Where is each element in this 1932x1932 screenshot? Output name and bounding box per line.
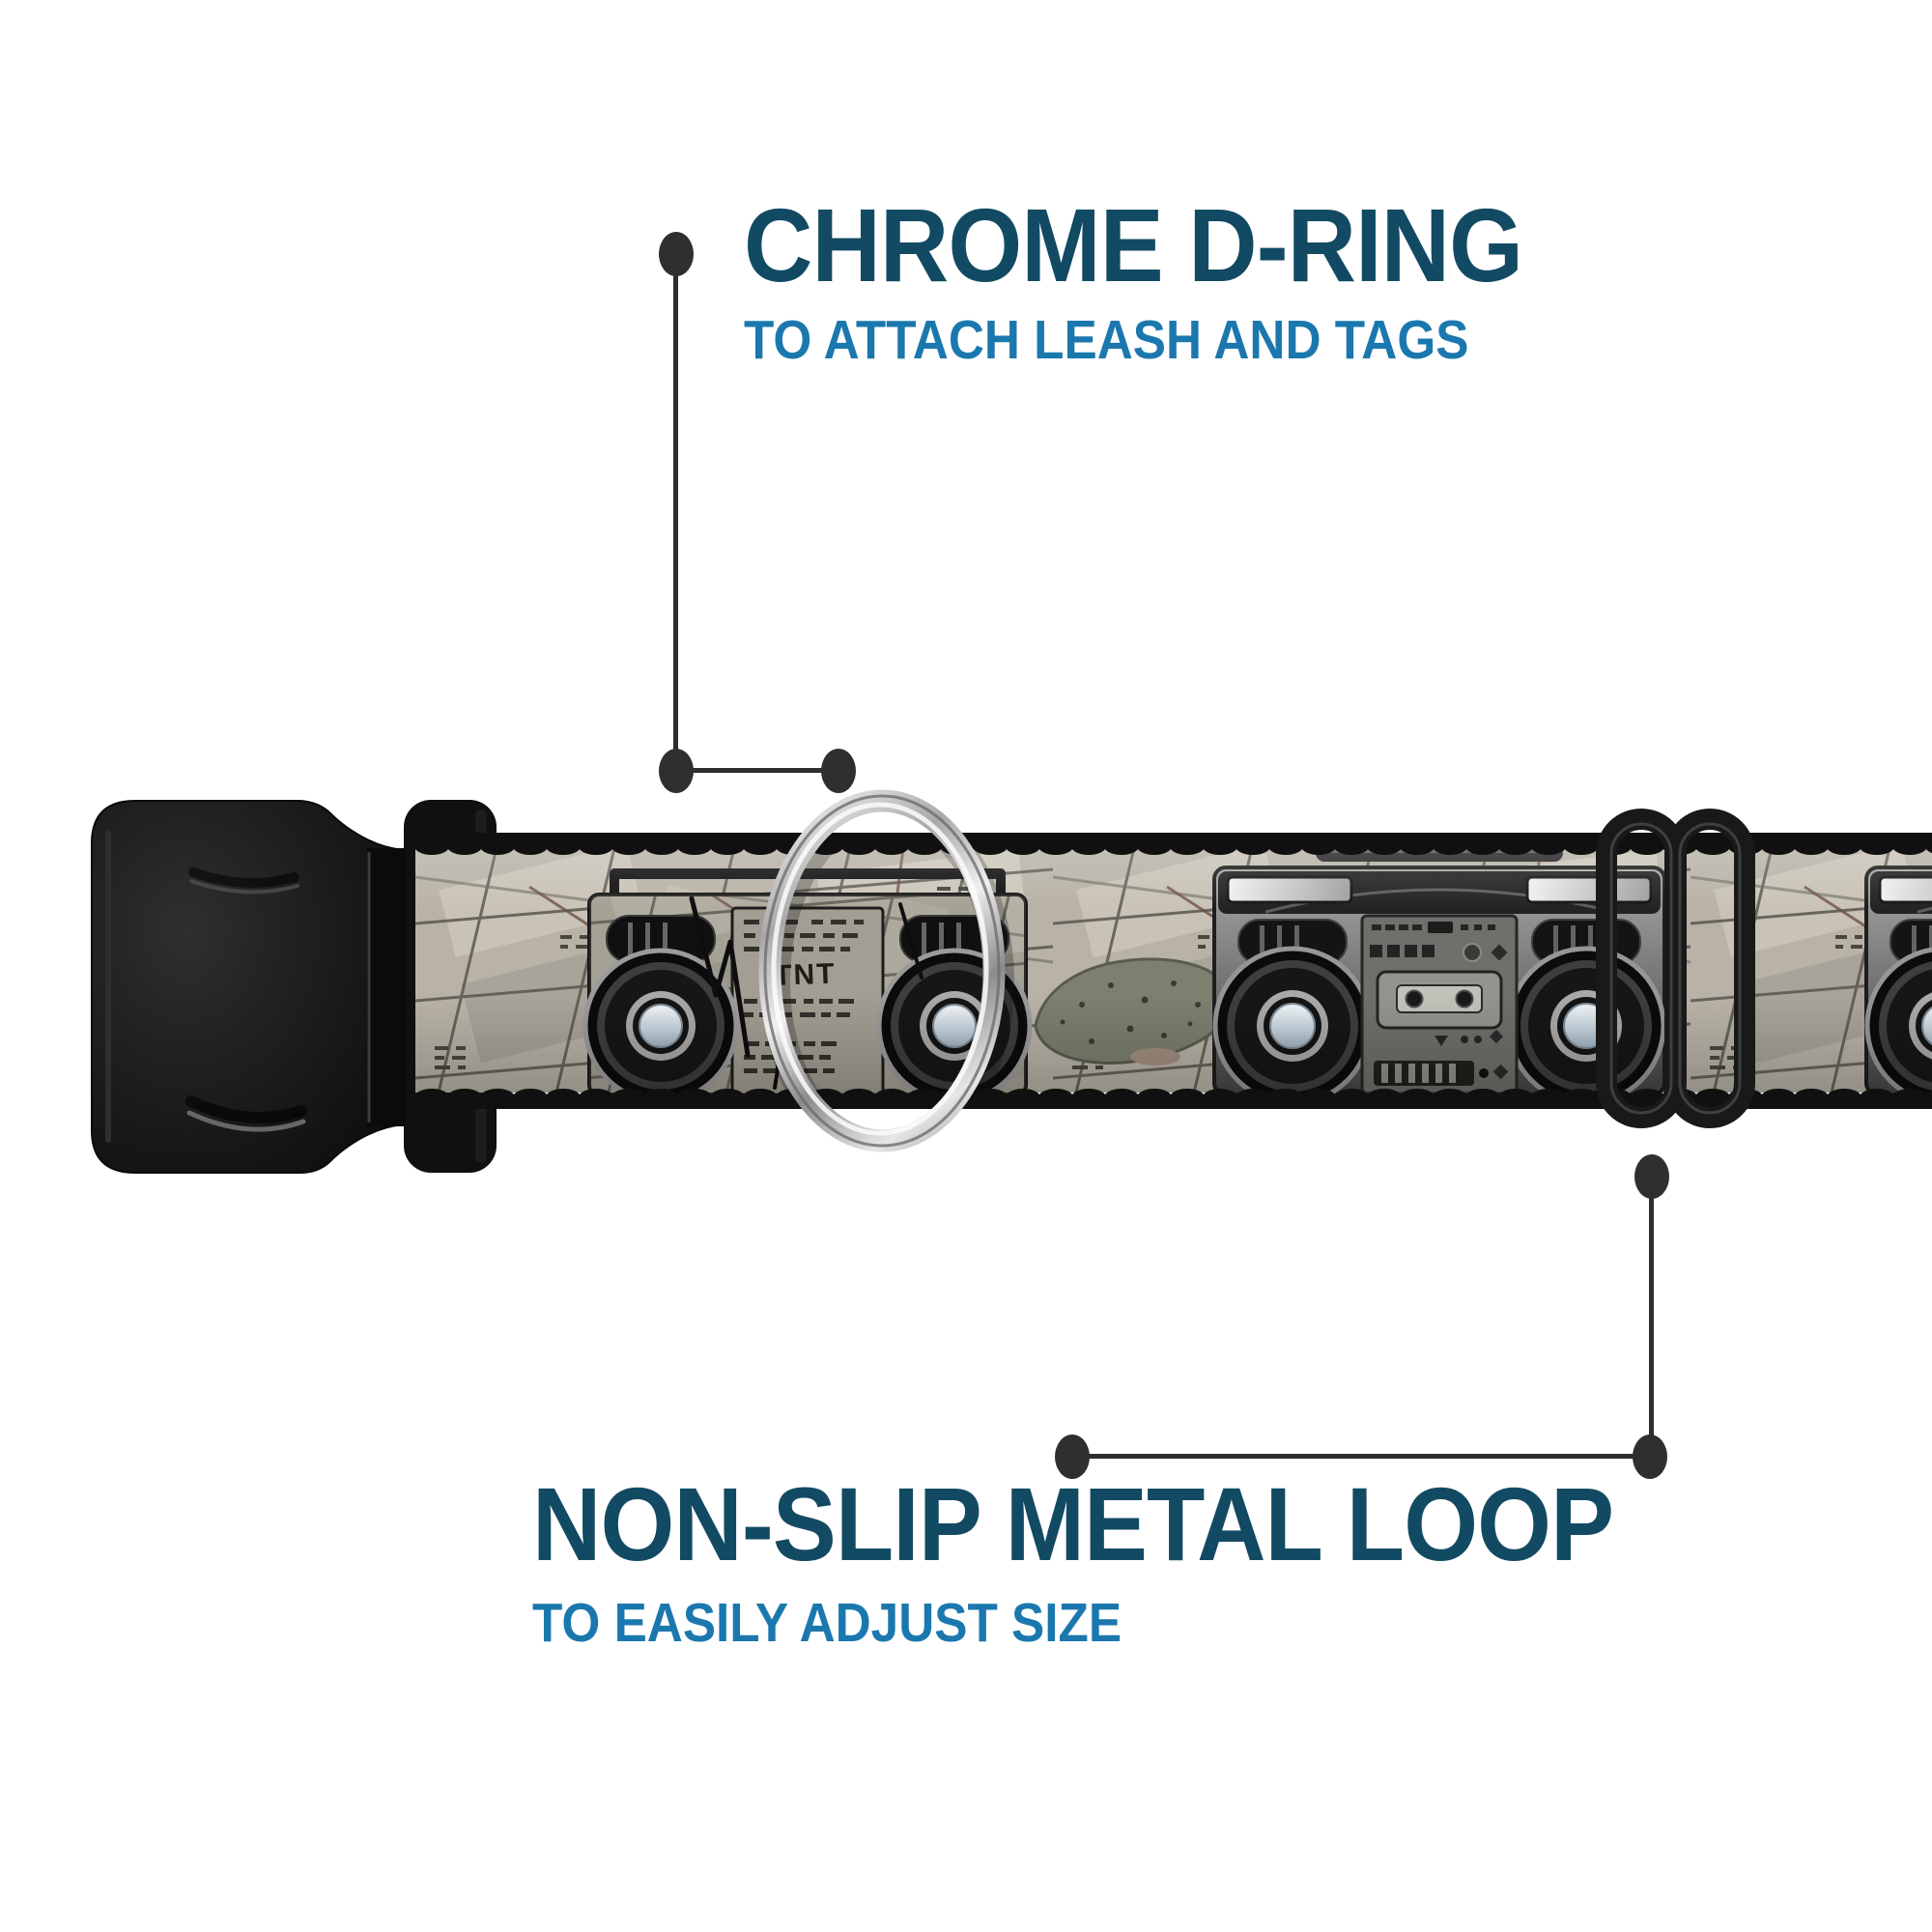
- chrome-d-ring: [758, 789, 1006, 1152]
- metal-loop-slider: [1596, 809, 1755, 1128]
- callout-leader-line: [1649, 1177, 1654, 1457]
- callout-dot: [1055, 1435, 1090, 1479]
- callout-leader-line: [673, 253, 678, 771]
- loop-subtitle: TO EASILY ADJUST SIZE: [532, 1592, 1122, 1654]
- dring-subtitle: TO ATTACH LEASH AND TAGS: [744, 309, 1469, 371]
- callout-leader-line: [676, 768, 838, 773]
- callout-dot: [821, 749, 856, 793]
- callout-leader-line: [1072, 1454, 1650, 1459]
- loop-title: NON-SLIP METAL LOOP: [532, 1465, 1614, 1582]
- side-release-buckle: [91, 800, 405, 1174]
- webbing-strap: [415, 833, 1932, 1109]
- dring-title: CHROME D-RING: [744, 186, 1523, 303]
